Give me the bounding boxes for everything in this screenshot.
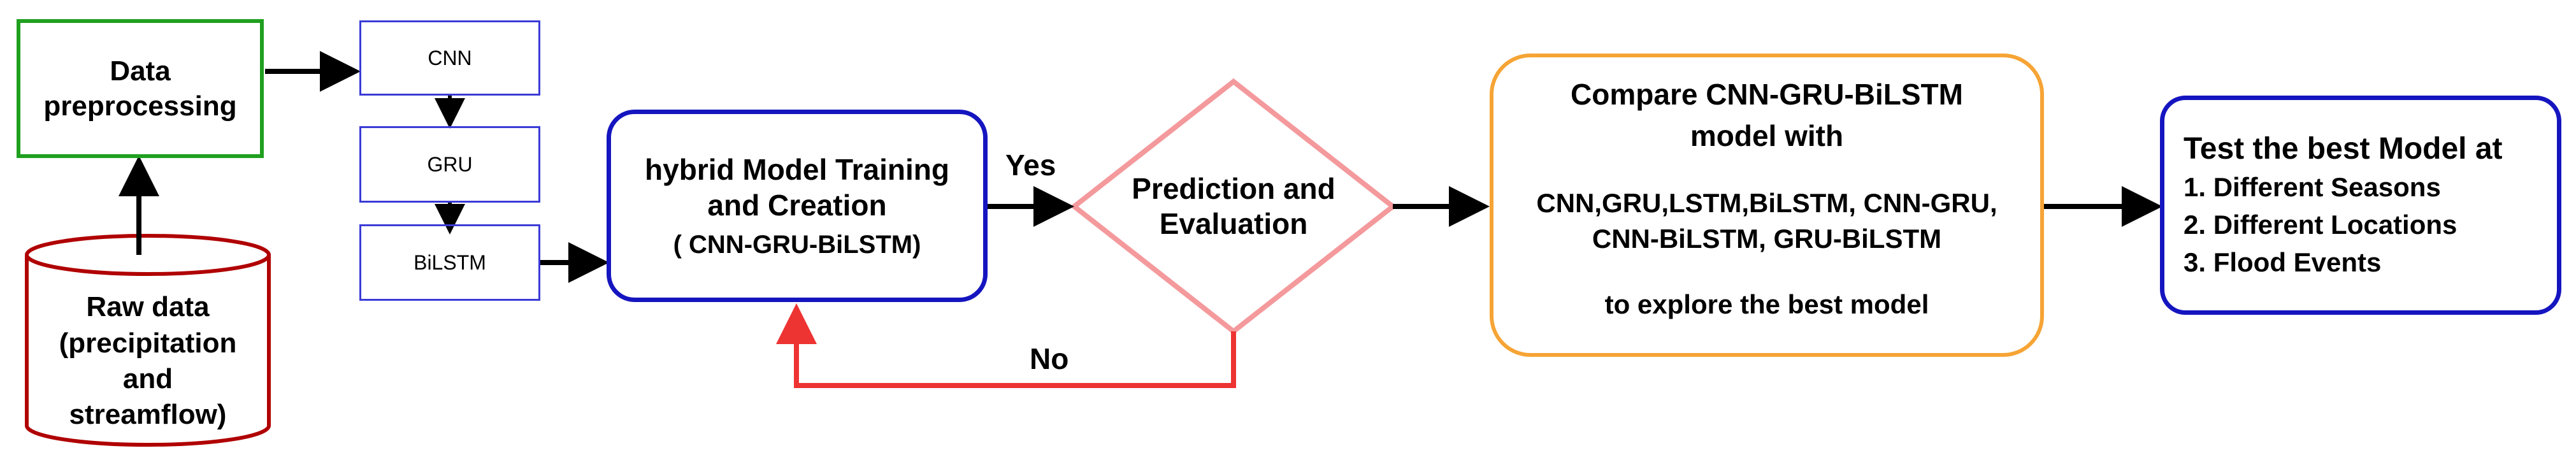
decision-line-1: Prediction and [1132,171,1335,205]
compare-models-1: CNN,GRU,LSTM,BiLSTM, CNN-GRU, [1536,187,1997,218]
raw-data-cylinder-body [25,255,271,447]
raw-data-line-4: streamflow) [69,399,227,431]
no-label: No [1030,342,1069,375]
training-box: hybrid Model Training and Creation ( CNN… [607,110,988,302]
decision-text: Prediction and Evaluation [1106,150,1361,263]
compare-box: Compare CNN-GRU-BiLSTM model with CNN,GR… [1490,54,2044,357]
arrow-no-feedback [776,303,1236,388]
training-line-1: hybrid Model Training [645,153,949,187]
test-item-2: 2. Different Locations [2184,210,2457,240]
raw-data-line-2: (precipitation [59,327,237,359]
preprocessing-line-1: Data [110,55,171,87]
preprocessing-line-2: preprocessing [43,90,237,122]
cnn-label: CNN [428,46,472,69]
raw-data-line-3: and [122,363,173,394]
training-line-2: and Creation [707,188,887,222]
bilstm-label: BiLSTM [414,250,486,274]
compare-title-2: model with [1690,119,1844,153]
decision-line-2: Evaluation [1159,207,1308,240]
training-subtitle: ( CNN-GRU-BiLSTM) [673,230,921,259]
compare-title-1: Compare CNN-GRU-BiLSTM [1571,78,1963,111]
cnn-box: CNN [359,20,540,96]
yes-label: Yes [1005,148,1056,182]
bilstm-box: BiLSTM [359,224,540,301]
test-title: Test the best Model at [2184,132,2503,166]
raw-data-text: Raw data (precipitation and streamflow) [27,278,269,445]
preprocessing-box: Data preprocessing [17,19,264,158]
test-box: Test the best Model at 1. Different Seas… [2160,96,2561,315]
gru-label: GRU [427,152,473,176]
raw-data-cylinder-top [25,234,271,276]
gru-box: GRU [359,126,540,203]
raw-data-line-1: Raw data [86,291,210,323]
test-item-1: 1. Different Seasons [2184,172,2441,203]
compare-models-2: CNN-BiLSTM, GRU-BiLSTM [1592,224,1942,254]
compare-footer: to explore the best model [1604,289,1929,319]
test-item-3: 3. Flood Events [2184,247,2382,277]
raw-data-cylinder [25,234,271,447]
